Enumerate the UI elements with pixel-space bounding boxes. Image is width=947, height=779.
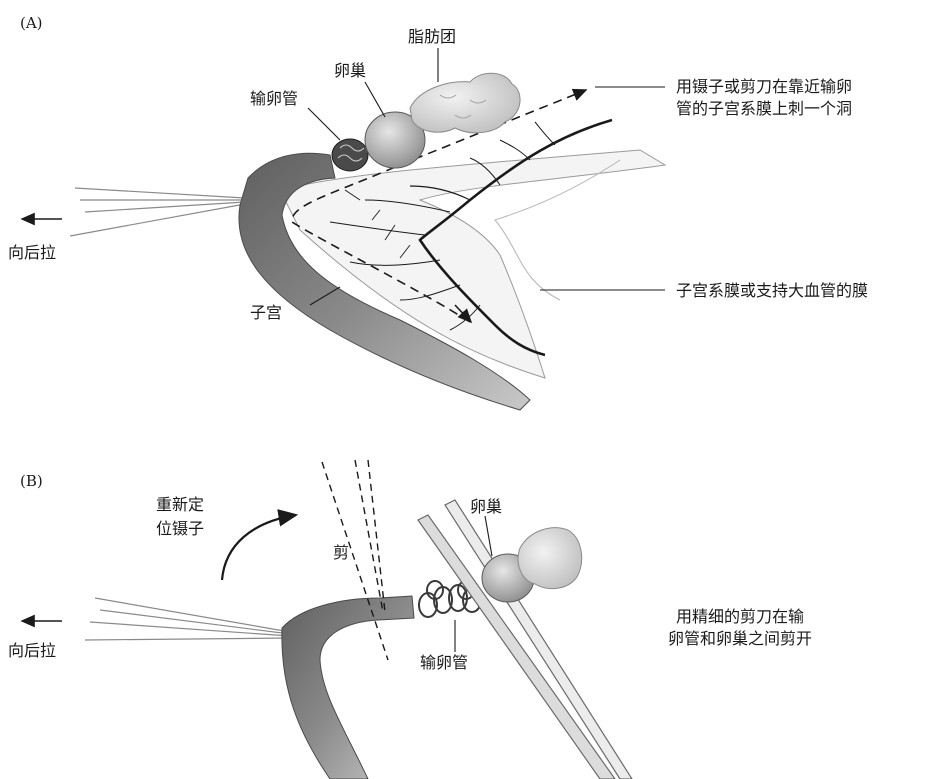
pull-back-label-a: 向后拉: [8, 243, 57, 262]
pull-back-label-b: 向后拉: [8, 641, 57, 660]
ovary-label-a: 卵巢: [334, 61, 367, 80]
uterus-b: [281, 595, 415, 779]
hole-note-line-2: 管的子宫系膜上刺一个洞: [676, 99, 853, 118]
uterus-label: 子宫: [250, 303, 283, 322]
oviduct-label-a: 输卵管: [250, 89, 299, 108]
mesometrium-label: 子宫系膜或支持大血管的膜: [676, 281, 869, 300]
puncture-path: [291, 88, 588, 323]
leaders-b: [454, 515, 493, 652]
panel-a-tag: (A): [20, 14, 43, 32]
ovary-a: [364, 111, 426, 169]
scissors-dashed: [321, 459, 389, 661]
fat-pad-label: 脂肪团: [408, 27, 457, 46]
forceps-a: [69, 187, 246, 237]
blood-vessels: [329, 118, 613, 357]
leaders-a: [307, 48, 665, 306]
fat-pad-b: [517, 527, 583, 590]
oviduct-label-b: 输卵管: [420, 653, 469, 672]
mesometrium-edge: [494, 159, 621, 301]
reposition-label-line-2: 位镊子: [156, 519, 205, 538]
panel-b-tag: (B): [20, 472, 43, 490]
fat-pad-a: [409, 72, 521, 134]
mesometrium-membrane: [279, 149, 667, 379]
panel-b: [20, 459, 633, 779]
reposition-label-line-1: 重新定: [156, 495, 205, 514]
oviduct-a: [331, 138, 369, 172]
forceps-b: [84, 597, 291, 641]
uterus-horn: [238, 152, 531, 411]
cut-note-line-2: 卵管和卵巢之间剪开: [668, 629, 813, 648]
cut-note-line-1: 用精细的剪刀在输: [676, 607, 805, 626]
hole-note-line-1: 用镊子或剪刀在靠近输卵: [676, 77, 853, 96]
scissors-label: 剪: [333, 543, 350, 562]
ovary-label-b: 卵巢: [470, 497, 503, 516]
puncture-end-arrow: [454, 304, 473, 324]
panel-a: [20, 48, 667, 411]
reposition-arrow: [220, 509, 299, 581]
